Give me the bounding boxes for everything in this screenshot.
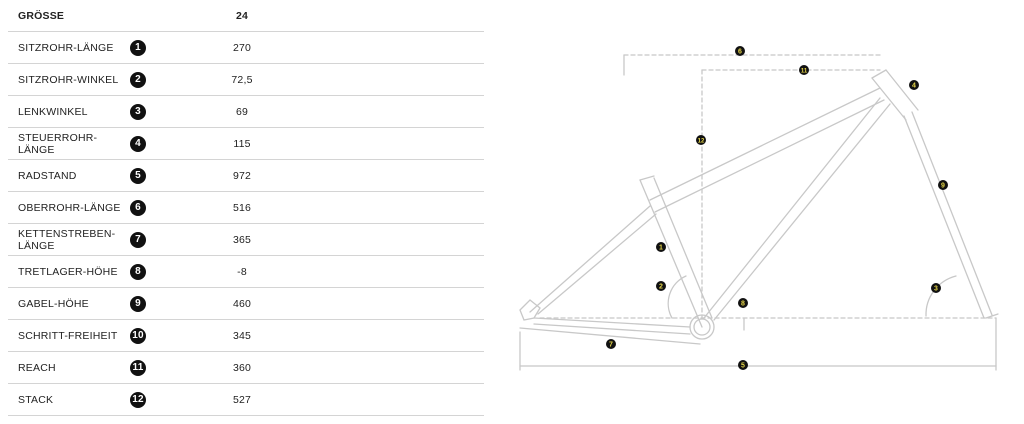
marker-2: 2 — [656, 281, 666, 291]
svg-text:9: 9 — [941, 183, 945, 190]
table-row: OBERROHR-LÄNGE 6 516 — [8, 191, 484, 224]
fork — [903, 115, 985, 319]
svg-text:3: 3 — [934, 286, 938, 293]
table-row: KETTENSTREBEN-LÄNGE 7 365 — [8, 223, 484, 256]
number-badge: 11 — [130, 359, 146, 376]
seat-tube-edge — [653, 177, 713, 319]
down-tube — [703, 97, 881, 319]
number-badge: 1 — [130, 39, 146, 56]
seatstay-edge — [537, 213, 657, 315]
number-badge: 6 — [130, 199, 146, 216]
row-label: LENKWINKEL — [8, 95, 130, 128]
table-row: LENKWINKEL 3 69 — [8, 95, 484, 128]
seat-tube-top — [639, 175, 655, 181]
svg-text:11: 11 — [801, 69, 808, 75]
svg-text:8: 8 — [741, 301, 745, 308]
row-label: SITZROHR-WINKEL — [8, 63, 130, 96]
marker-5: 5 — [738, 360, 748, 370]
row-value: 460 — [170, 287, 484, 320]
table-row: SITZROHR-WINKEL 2 72,5 — [8, 63, 484, 96]
size-header-value: 24 — [170, 0, 484, 32]
down-tube-edge — [713, 103, 891, 321]
row-value: 365 — [170, 223, 484, 256]
table-row: SITZROHR-LÄNGE 1 270 — [8, 31, 484, 64]
seatstay — [529, 205, 651, 313]
table-row: REACH 11 360 — [8, 351, 484, 384]
row-value: 527 — [170, 383, 484, 416]
number-badge: 5 — [130, 167, 146, 184]
marker-7: 7 — [606, 339, 616, 349]
bottom-bracket-inner — [693, 318, 711, 336]
svg-text:12: 12 — [698, 139, 705, 145]
seat-tube — [639, 179, 703, 328]
svg-text:4: 4 — [912, 83, 916, 90]
svg-text:5: 5 — [741, 363, 745, 370]
head-tube — [871, 77, 907, 121]
frame-geometry-diagram: 1 2 3 4 5 6 7 8 — [519, 46, 999, 371]
table-row: STACK 12 527 — [8, 383, 484, 416]
marker-3: 3 — [931, 283, 941, 293]
row-label: OBERROHR-LÄNGE — [8, 191, 130, 224]
marker-8: 8 — [738, 298, 748, 308]
number-badge: 2 — [130, 71, 146, 88]
marker-1: 1 — [656, 242, 666, 252]
row-label: STEUERROHR-LÄNGE — [8, 127, 130, 160]
table-row: STEUERROHR-LÄNGE 4 115 — [8, 127, 484, 160]
row-value: 69 — [170, 95, 484, 128]
row-value: 72,5 — [170, 63, 484, 96]
row-value: 516 — [170, 191, 484, 224]
row-label: REACH — [8, 351, 130, 384]
marker-6: 6 — [735, 46, 745, 56]
row-value: 115 — [170, 127, 484, 160]
fork-dropout — [985, 313, 999, 319]
table-row: RADSTAND 5 972 — [8, 159, 484, 192]
row-label: GABEL-HÖHE — [8, 287, 130, 320]
table-row: TRETLAGER-HÖHE 8 -8 — [8, 255, 484, 288]
rear-dropout — [519, 299, 541, 321]
table-header-row: GRÖSSE 24 — [8, 0, 484, 32]
bottom-bracket — [689, 314, 715, 340]
marker-12: 12 — [696, 135, 706, 145]
head-tube-edge — [885, 69, 919, 111]
svg-text:2: 2 — [659, 284, 663, 291]
svg-text:7: 7 — [609, 342, 613, 349]
number-badge: 10 — [130, 327, 146, 344]
marker-9: 9 — [938, 180, 948, 190]
svg-text:1: 1 — [659, 245, 663, 252]
seat-angle-arc — [667, 275, 687, 319]
geometry-table: GRÖSSE 24 SITZROHR-LÄNGE 1 270 SITZROHR-… — [8, 0, 484, 416]
row-value: 270 — [170, 31, 484, 64]
row-value: -8 — [170, 255, 484, 288]
size-header-label: GRÖSSE — [8, 0, 130, 32]
chainstay-edge — [533, 323, 691, 335]
marker-4: 4 — [909, 80, 919, 90]
row-label: KETTENSTREBEN-LÄNGE — [8, 223, 130, 256]
chainstay — [533, 317, 691, 328]
table-row: GABEL-HÖHE 9 460 — [8, 287, 484, 320]
row-value: 972 — [170, 159, 484, 192]
row-value: 345 — [170, 319, 484, 352]
svg-text:6: 6 — [738, 49, 742, 56]
row-label: SCHRITT-FREIHEIT — [8, 319, 130, 352]
top-tube — [649, 87, 881, 201]
row-label: SITZROHR-LÄNGE — [8, 31, 130, 64]
number-badge: 4 — [130, 135, 146, 152]
number-badge: 12 — [130, 391, 146, 408]
row-label: RADSTAND — [8, 159, 130, 192]
top-tube-edge — [654, 99, 885, 213]
number-badge: 8 — [130, 263, 146, 280]
diagram-markers: 1 2 3 4 5 6 7 8 — [606, 46, 948, 370]
number-badge: 7 — [130, 231, 146, 248]
fork-edge — [911, 111, 993, 316]
head-angle-arc — [925, 275, 957, 317]
marker-11: 11 — [799, 65, 809, 75]
number-badge: 9 — [130, 295, 146, 312]
row-label: STACK — [8, 383, 130, 416]
number-badge: 3 — [130, 103, 146, 120]
head-tube-top — [871, 69, 887, 79]
row-value: 360 — [170, 351, 484, 384]
table-row: SCHRITT-FREIHEIT 10 345 — [8, 319, 484, 352]
chainstay-dimension-line — [519, 327, 701, 345]
row-label: TRETLAGER-HÖHE — [8, 255, 130, 288]
